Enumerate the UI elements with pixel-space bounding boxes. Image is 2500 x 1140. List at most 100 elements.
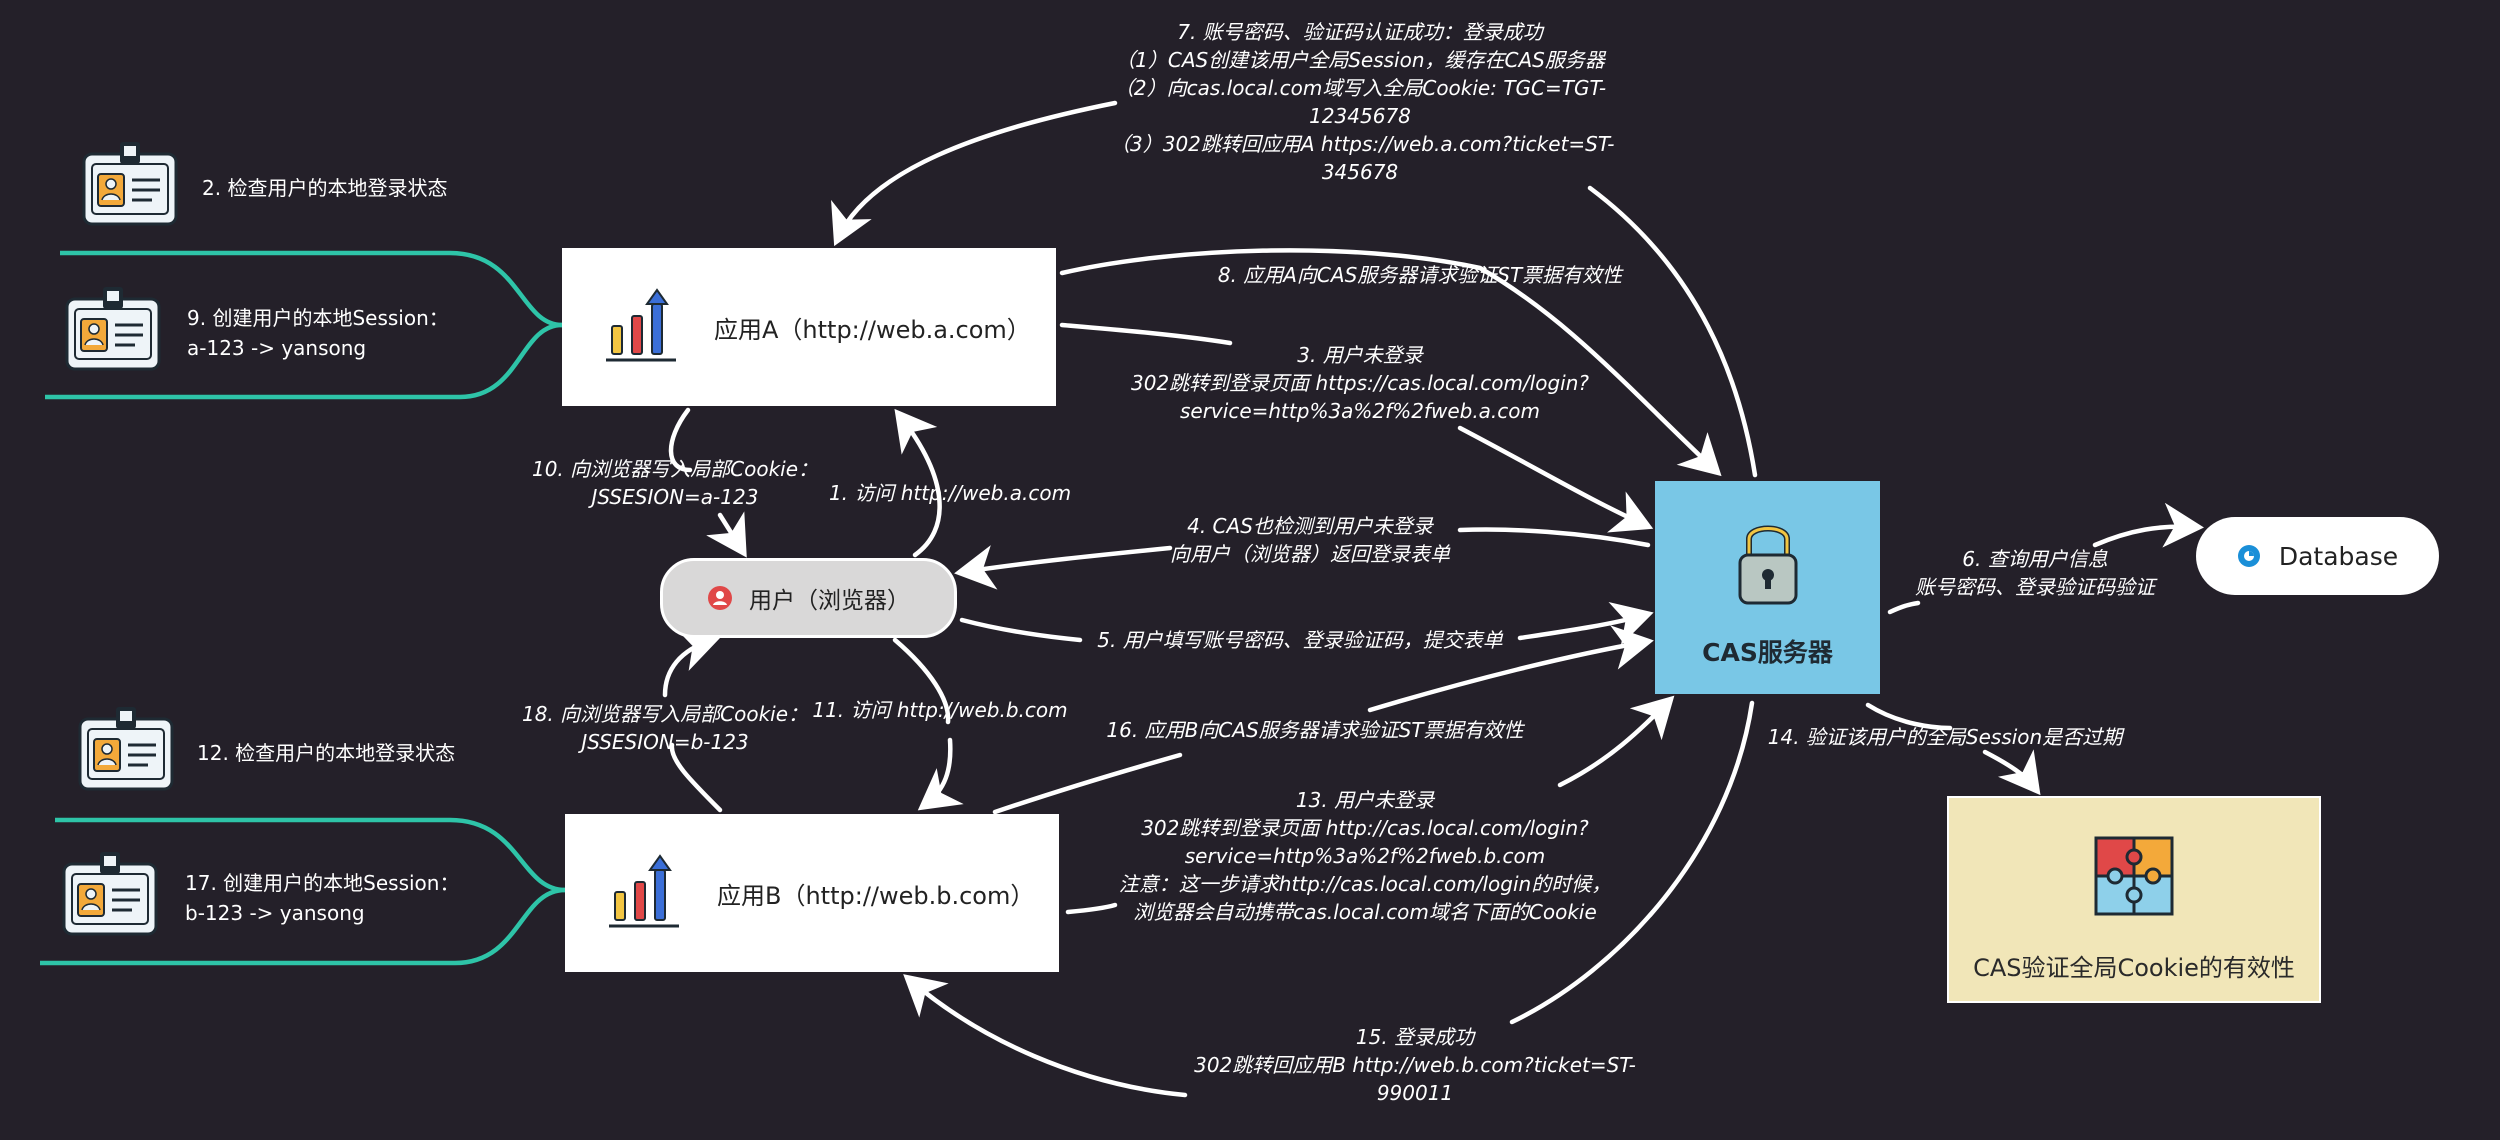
edge-3-line-2: 302跳转到登录页面 https://cas.local.com/login? [1131,371,1589,395]
edge-7-line-3: （2）向cas.local.com域写入全局Cookie: TGC=TGT- [1113,76,1607,100]
edge-1-line-1: 1. 访问 http://web.a.com [828,481,1072,505]
edge-label-11: 11. 访问 http://web.b.com [810,696,1070,724]
edge-13-line-2: 302跳转到登录页面 http://cas.local.com/login? [1141,816,1589,840]
app-a-session-line-1: 9. 创建用户的本地Session： [187,306,449,330]
app-b-session-line-2: b-123 -> yansong [185,901,365,925]
edge-6-line-2: 账号密码、登录验证码验证 [1915,575,2155,599]
arrow-5-tail [1517,602,1654,646]
arrow-4-tail [1457,527,1651,548]
edge-label-18: 18. 向浏览器写入局部Cookie： JSSESION=b-123 [510,700,820,756]
database-node: Database [2196,517,2439,595]
app-b-title: 应用B（http://web.b.com） [717,881,1035,910]
arrow-13-tail [1557,695,1675,788]
arrow-14 [1865,702,2035,788]
edge-7-line-5: （3）302跳转回应用A https://web.a.com?ticket=ST… [1110,132,1615,156]
lock-icon [1738,525,1797,605]
edge-18-line-1: 18. 向浏览器写入局部Cookie： [521,702,809,726]
arrow-5 [959,617,1083,643]
edge-7-line-1: 7. 账号密码、验证码认证成功：登录成功 [1177,20,1543,44]
database-label: Database [2278,541,2399,571]
arrow-6 [1887,527,2195,615]
edge-label-1: 1. 访问 http://web.a.com [820,479,1080,507]
edge-label-15: 15. 登录成功 302跳转回应用B http://web.b.com?tick… [1185,1023,1645,1107]
arrow-7-tail [1587,185,1758,478]
arrow-15-tail [1509,700,1755,1025]
edge-13-line-1: 13. 用户未登录 [1295,788,1435,812]
app-b-node: 应用B（http://web.b.com） [565,814,1059,972]
arrow-13 [1065,902,1118,915]
edge-label-13: 13. 用户未登录 302跳转到登录页面 http://cas.local.co… [1115,786,1615,926]
edge-3-line-3: service=http%3a%2f%2fweb.a.com [1179,399,1541,423]
edge-3-line-1: 3. 用户未登录 [1297,343,1423,367]
user-browser-label: 用户（浏览器） [749,588,910,614]
edge-label-14: 14. 验证该用户的全局Session是否过期 [1760,723,2130,751]
app-b-session-line-1: 17. 创建用户的本地Session： [185,871,460,895]
puzzle-icon [2094,836,2174,916]
app-b-session-note: 17. 创建用户的本地Session： b-123 -> yansong [185,868,459,928]
edge-13-line-3: service=http%3a%2f%2fweb.b.com [1184,844,1546,868]
edge-13-line-4: 注意：这一步请求http://cas.local.com/login的时候， [1118,872,1612,896]
arrow-18 [662,640,720,813]
edge-15-line-2: 302跳转回应用B http://web.b.com?ticket=ST- [1194,1053,1636,1077]
branch-line-b-lower [40,887,566,966]
id-card-icon [63,285,163,377]
database-icon [2237,545,2260,567]
branch-line-a-lower [45,322,563,400]
edge-7-line-4: 12345678 [1309,104,1411,128]
arrow-7 [831,100,1118,247]
edge-14-line-1: 14. 验证该用户的全局Session是否过期 [1767,725,2123,749]
id-card-icon [60,850,160,942]
arrow-1 [894,408,942,558]
edge-label-8: 8. 应用A向CAS服务器请求验证ST票据有效性 [1200,261,1640,289]
user-browser-node: 用户（浏览器） [660,558,957,638]
id-card-icon [76,705,176,797]
edge-label-6: 6. 查询用户信息 账号密码、登录验证码验证 [1900,545,2170,601]
cas-server-label: CAS服务器 [1702,638,1833,667]
arrow-3 [1059,322,1233,346]
edge-7-line-2: （1）CAS创建该用户全局Session，缓存在CAS服务器 [1115,48,1605,72]
arrow-15 [903,974,1188,1098]
cas-server-node: CAS服务器 [1655,481,1880,694]
chart-icon [609,854,679,928]
arrow-11 [895,637,950,805]
cookie-check-node: CAS验证全局Cookie的有效性 [1947,796,2321,1003]
edge-label-5: 5. 用户填写账号密码、登录验证码，提交表单 [1080,626,1520,654]
edge-8-line-1: 8. 应用A向CAS服务器请求验证ST票据有效性 [1217,263,1623,287]
app-a-title: 应用A（http://web.a.com） [714,315,1031,344]
edge-4-line-1: 4. CAS也检测到用户未登录 [1187,514,1433,538]
edge-6-line-1: 6. 查询用户信息 [1962,547,2108,571]
cookie-check-label: CAS验证全局Cookie的有效性 [1973,954,2295,982]
branch-line-b [55,817,566,893]
edge-15-line-1: 15. 登录成功 [1355,1025,1475,1049]
app-a-node: 应用A（http://web.a.com） [562,248,1056,406]
edge-18-line-2: JSSESION=b-123 [581,730,749,754]
id-card-icon [80,140,180,232]
edge-10-line-2: JSSESION=a-123 [591,485,759,509]
edge-15-line-3: 990011 [1376,1081,1454,1105]
edge-10-line-1: 10. 向浏览器写入局部Cookie： [531,457,819,481]
edge-label-4: 4. CAS也检测到用户未登录 向用户（浏览器）返回登录表单 [1160,512,1460,568]
edge-label-10: 10. 向浏览器写入局部Cookie： JSSESION=a-123 [520,455,830,511]
edge-16-line-1: 16. 应用B向CAS服务器请求验证ST票据有效性 [1106,718,1524,742]
arrow-4 [954,545,1173,590]
arrow-10 [668,407,742,550]
app-b-check-note: 12. 检查用户的本地登录状态 [197,741,456,765]
chart-icon [606,288,676,362]
branch-line-a [60,250,563,328]
edge-5-line-1: 5. 用户填写账号密码、登录验证码，提交表单 [1097,628,1503,652]
app-a-check-note: 2. 检查用户的本地登录状态 [202,176,448,200]
user-icon [708,586,732,610]
app-a-session-line-2: a-123 -> yansong [187,336,367,360]
edge-11-line-1: 11. 访问 http://web.b.com [812,698,1068,722]
arrow-16 [992,642,1645,815]
arrow-8 [1059,248,1722,477]
edge-label-16: 16. 应用B向CAS服务器请求验证ST票据有效性 [1095,716,1535,744]
app-a-session-note: 9. 创建用户的本地Session： a-123 -> yansong [187,303,449,363]
edge-label-3: 3. 用户未登录 302跳转到登录页面 https://cas.local.co… [1110,341,1610,425]
arrow-3-tail [1457,425,1654,533]
edge-13-line-5: 浏览器会自动携带cas.local.com域名下面的Cookie [1133,900,1597,924]
edge-label-7: 7. 账号密码、验证码认证成功：登录成功 （1）CAS创建该用户全局Sessio… [1110,18,1615,186]
edge-4-line-2: 向用户（浏览器）返回登录表单 [1170,542,1450,566]
edge-7-line-6: 345678 [1321,160,1399,184]
